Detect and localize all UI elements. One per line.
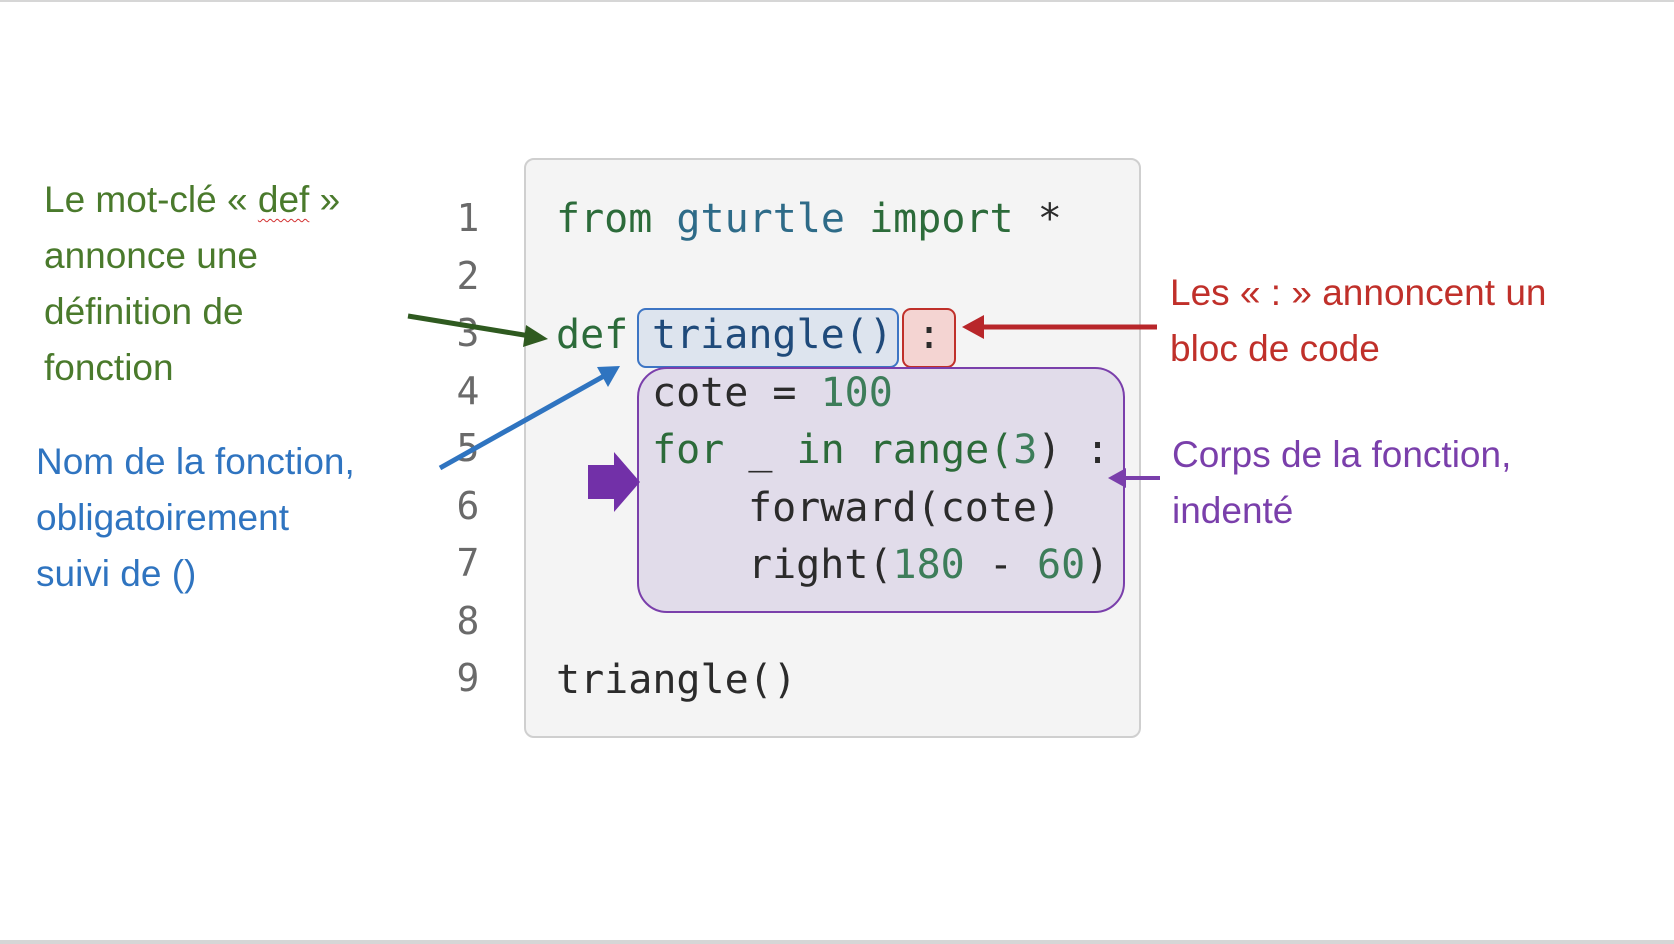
def-annotation-line-1: Le mot-clé « def » — [44, 172, 340, 228]
number-60: 60 — [1037, 542, 1086, 588]
def-annotation-keyword: def — [257, 179, 310, 220]
function-name: triangle() — [652, 312, 893, 358]
import-star: * — [1037, 196, 1062, 242]
assignment: cote = — [652, 370, 797, 416]
keyword-in: in — [796, 427, 845, 473]
keyword-def: def — [556, 312, 629, 358]
def-annotation-suffix: » — [309, 179, 341, 220]
def-arrow-head — [523, 325, 548, 347]
module-name: gturtle — [676, 196, 845, 242]
line-number-9: 9 — [456, 656, 480, 700]
colon-annotation-line-1: Les « : » annoncent un — [1170, 272, 1547, 313]
builtin-range: range( — [868, 427, 1014, 473]
body-annotation-line-2: indenté — [1172, 490, 1294, 531]
indent-block-arrow-icon — [588, 452, 640, 512]
range-close: ) : — [1037, 427, 1110, 473]
def-annotation-line-2: annonce une — [44, 235, 258, 276]
number-100: 100 — [820, 370, 893, 416]
minus-operator: - — [964, 542, 1037, 588]
code-line-9: triangle() — [556, 657, 797, 703]
loop-variable: _ — [748, 427, 773, 473]
code-line-4: cote = 100 — [652, 373, 893, 413]
keyword-import: import — [869, 196, 1014, 242]
function-body-highlight — [637, 367, 1125, 613]
line-number-2: 2 — [456, 254, 480, 298]
name-annotation-line-3: suivi de () — [36, 553, 197, 594]
keyword-for: for — [652, 427, 725, 473]
body-arrow-head — [1108, 468, 1126, 488]
def-annotation-line-3: définition de — [44, 291, 244, 332]
code-line-6: forward(cote) — [748, 485, 1062, 531]
keyword-from: from — [556, 196, 653, 242]
code-line-5: for _ in range(3) : — [652, 430, 1110, 470]
function-name-annotation: Nom de la fonction, obligatoirement suiv… — [36, 434, 355, 602]
name-arrow-line — [438, 373, 606, 471]
def-arrow-line — [407, 313, 531, 339]
name-annotation-line-1: Nom de la fonction, — [36, 441, 355, 482]
number-3: 3 — [1013, 427, 1038, 473]
name-annotation-line-2: obligatoirement — [36, 497, 289, 538]
bottom-rule — [0, 940, 1674, 944]
line-number-8: 8 — [456, 599, 480, 643]
call-close: ) — [1085, 542, 1110, 588]
line-number-7: 7 — [456, 541, 480, 585]
code-line-7: right(180 - 60) — [748, 545, 1109, 585]
body-annotation: Corps de la fonction, indenté — [1172, 427, 1511, 539]
code-line-1: from gturtle import * — [556, 199, 1062, 239]
colon-annotation: Les « : » annoncent un bloc de code — [1170, 265, 1546, 377]
name-arrow-head — [597, 366, 620, 387]
top-rule — [0, 0, 1674, 2]
def-annotation-prefix: Le mot-clé « — [44, 179, 258, 220]
colon-arrow-head — [962, 315, 984, 339]
body-annotation-line-1: Corps de la fonction, — [1172, 434, 1512, 475]
line-number-4: 4 — [456, 369, 480, 413]
colon-annotation-line-2: bloc de code — [1170, 328, 1380, 369]
line-number-6: 6 — [456, 484, 480, 528]
number-180: 180 — [892, 542, 965, 588]
call-right: right( — [748, 542, 893, 588]
colon-token: : — [917, 312, 942, 358]
def-annotation-line-4: fonction — [44, 347, 174, 388]
def-keyword-annotation: Le mot-clé « def » annonce une définitio… — [44, 172, 340, 396]
line-number-1: 1 — [456, 196, 480, 240]
